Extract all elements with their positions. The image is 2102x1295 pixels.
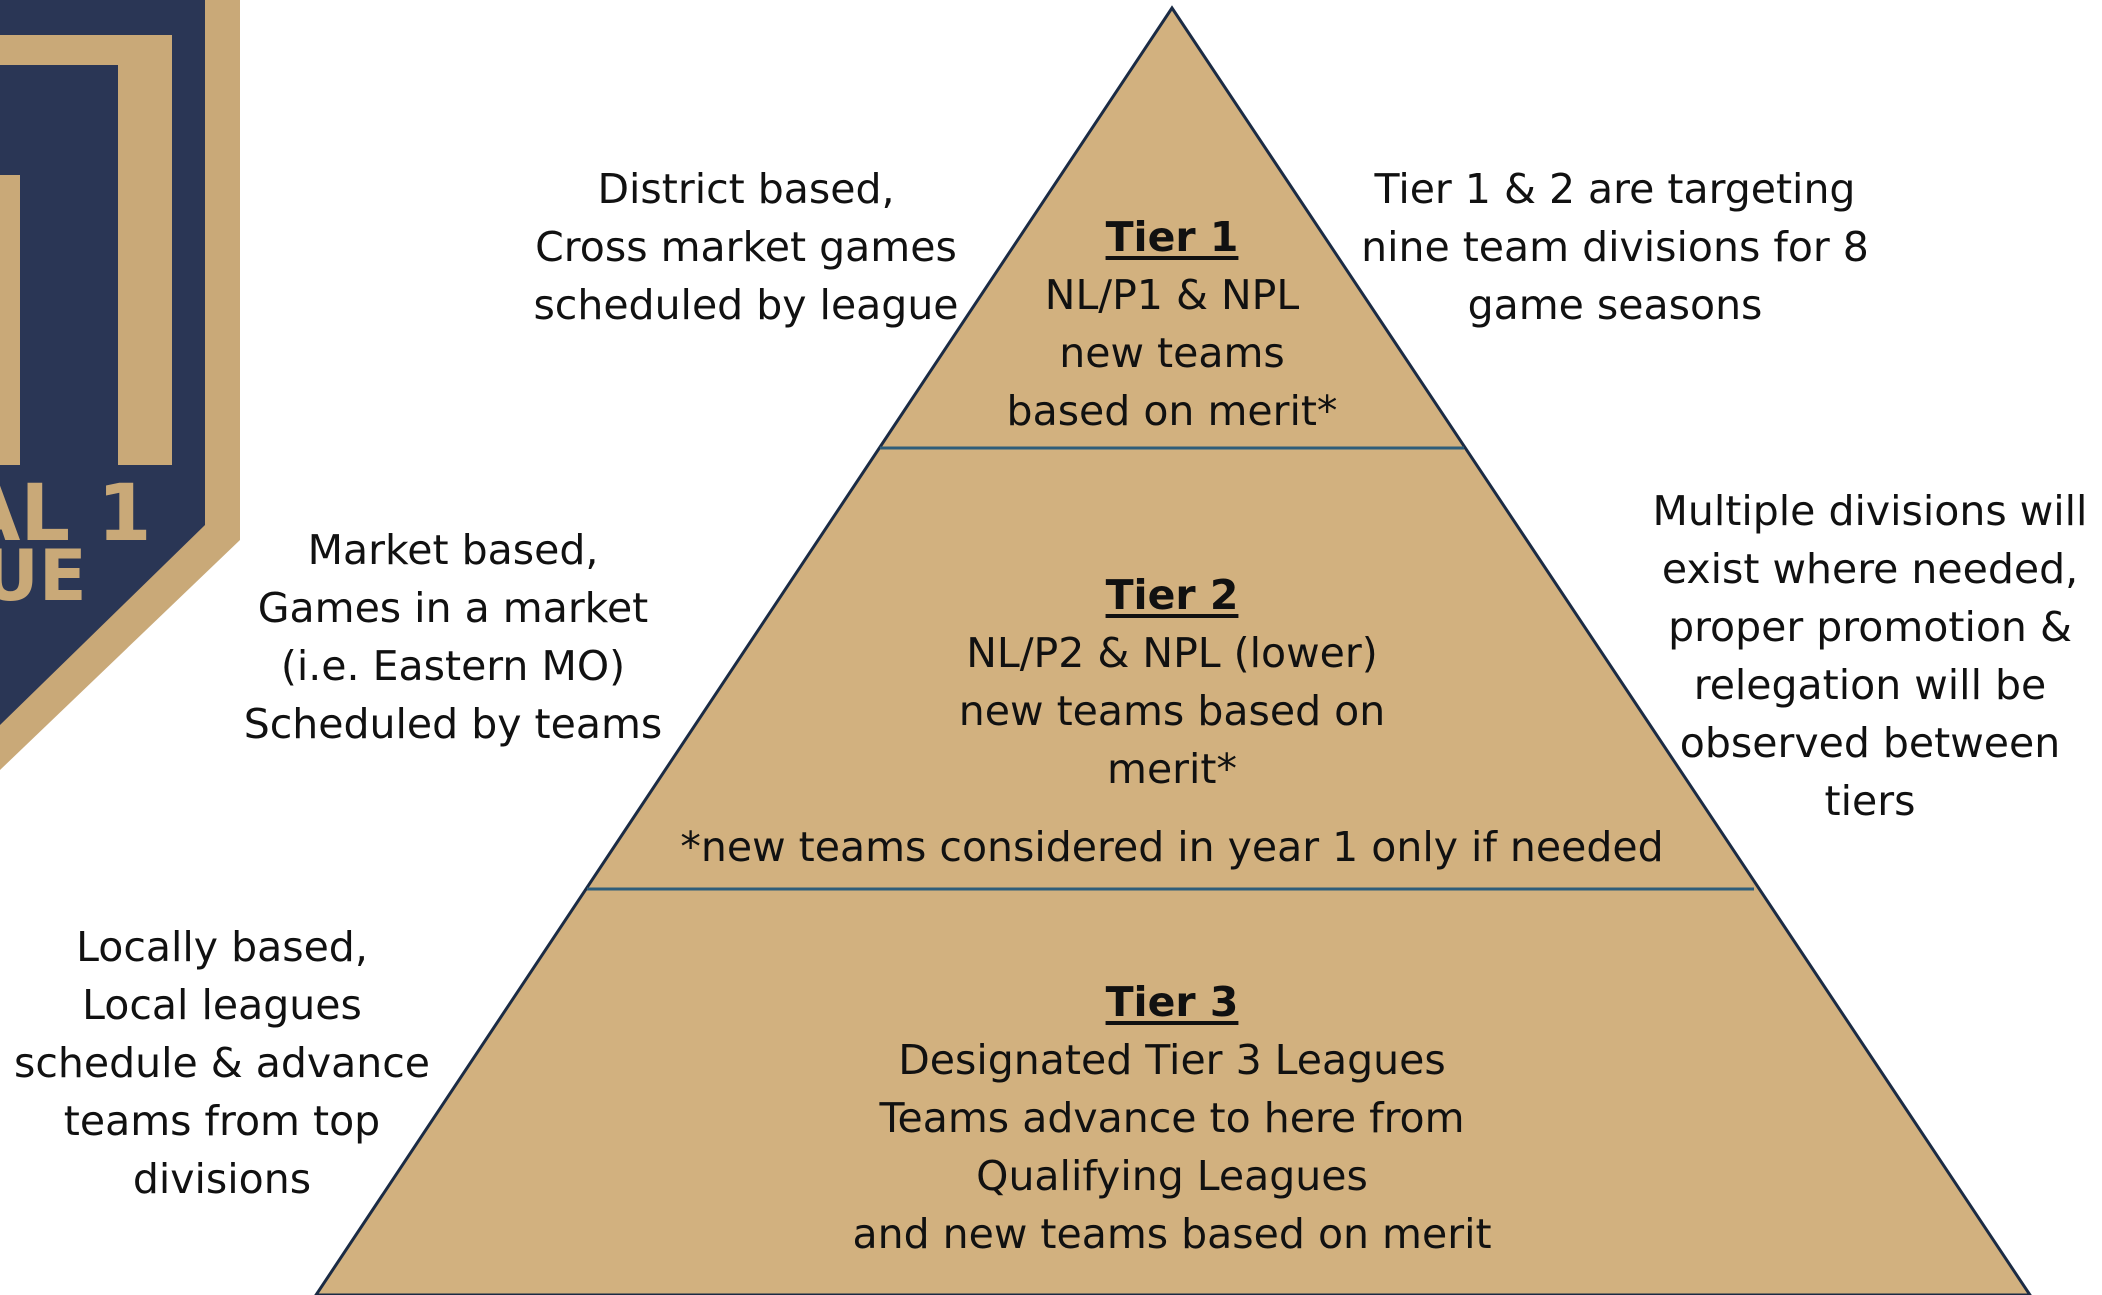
note-line: (i.e. Eastern MO) [280,642,626,690]
footnote: *new teams considered in year 1 only if … [680,823,1664,871]
tier-3-title: Tier 3 [1105,978,1239,1026]
note-line: Local leagues [82,981,362,1029]
left-note-tier-2: Market based, Games in a market (i.e. Ea… [228,521,678,753]
tier-3-line: Qualifying Leagues [976,1152,1368,1200]
note-line: Multiple divisions will [1652,487,2088,535]
note-line: nine team divisions for 8 [1361,223,1869,271]
logo-number-one [0,35,172,465]
tier-1-line: NL/P1 & NPL [1044,271,1300,319]
note-line: Cross market games [535,223,957,271]
note-line: Market based, [307,526,599,574]
tier-1-line: based on merit* [1006,387,1338,435]
note-line: game seasons [1467,281,1763,329]
note-line: teams from top [63,1097,381,1145]
logo-text-line1: AL 1 [0,469,152,559]
right-note-tier-1-2: Tier 1 & 2 are targeting nine team divis… [1350,160,1880,334]
note-line: schedule & advance [13,1039,431,1087]
note-line: tiers [1824,777,1916,825]
note-line: proper promotion & [1668,603,2072,651]
tier-3-line: Teams advance to here from [879,1094,1465,1142]
note-line: Locally based, [76,923,368,971]
note-line: Games in a market [257,584,649,632]
left-note-tier-3: Locally based, Local leagues schedule & … [2,918,442,1208]
tier-3-line: and new teams based on merit [852,1210,1492,1258]
right-note-promotion: Multiple divisions will exist where need… [1640,482,2100,830]
note-line: relegation will be [1693,661,2047,709]
note-line: Tier 1 & 2 are targeting [1374,165,1856,213]
note-line: scheduled by league [533,281,959,329]
tier-3-block: Tier 3 Designated Tier 3 Leagues Teams a… [822,973,1522,1263]
left-note-tier-1: District based, Cross market games sched… [506,160,986,334]
tier-2-title: Tier 2 [1105,571,1239,619]
logo-number-one-base [0,175,20,465]
tier-1-line: new teams [1059,329,1285,377]
tier-1-block: Tier 1 NL/P1 & NPL new teams based on me… [972,208,1372,440]
tier-2-line: NL/P2 & NPL (lower) [966,629,1378,677]
tier-2-block: Tier 2 NL/P2 & NPL (lower) new teams bas… [902,566,1442,798]
note-line: observed between [1679,719,2061,767]
note-line: divisions [132,1155,312,1203]
league-logo: AL 1 UE [0,0,240,770]
note-line: District based, [597,165,895,213]
tier-3-line: Designated Tier 3 Leagues [898,1036,1446,1084]
logo-text-line2: UE [0,535,87,617]
tier-1-title: Tier 1 [1105,213,1239,261]
tier-2-line: new teams based on [958,687,1386,735]
tier-2-line: merit* [1107,745,1237,793]
note-line: exist where needed, [1661,545,2079,593]
note-line: Scheduled by teams [243,700,663,748]
pyramid-body [314,5,2032,1295]
